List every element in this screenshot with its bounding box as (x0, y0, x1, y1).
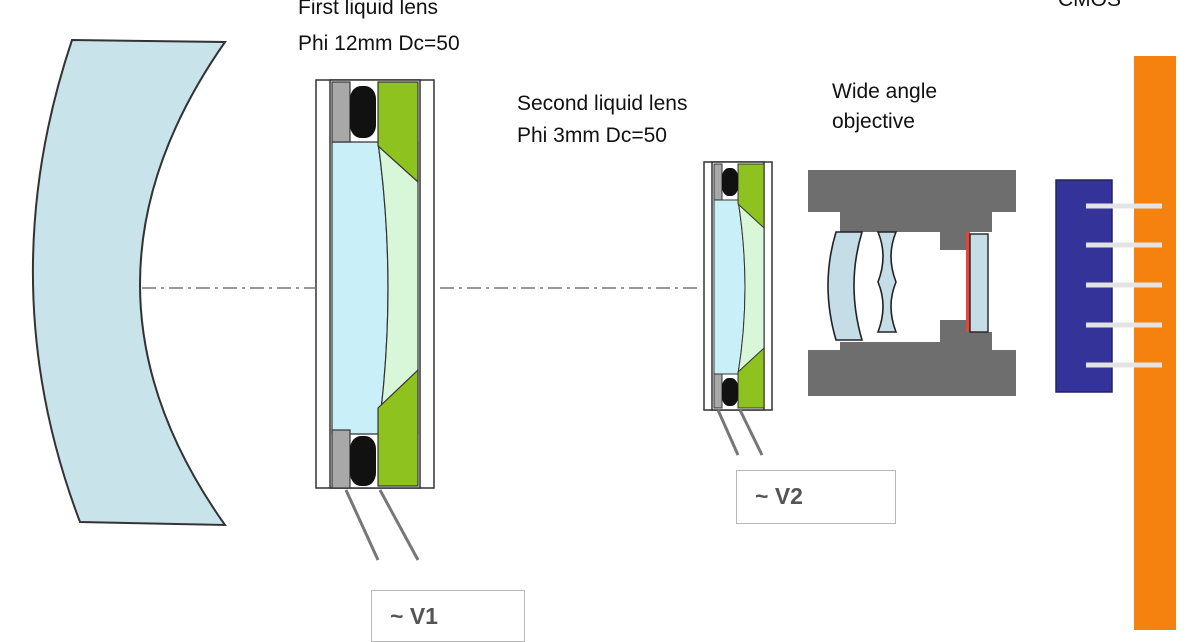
voltage-v2-label: ~ V2 (755, 483, 803, 509)
first-lens-name-label: First liquid lens (298, 0, 439, 19)
wide-angle-objective (808, 170, 1016, 396)
objective-label-line1: Wide angle (832, 80, 938, 103)
first-lens-spec-label: Phi 12mm Dc=50 (298, 32, 460, 55)
first-liquid-lens (315, 79, 435, 561)
voltage-v1-box: ~ V1 (371, 590, 525, 642)
cmos-sensor-assembly (1055, 56, 1176, 636)
voltage-v2-box: ~ V2 (736, 470, 896, 524)
objective-label-line2: objective (832, 110, 915, 133)
second-liquid-lens (703, 161, 773, 456)
cmos-label: CMOS (1058, 0, 1121, 12)
second-lens-spec-label: Phi 3mm Dc=50 (517, 124, 667, 147)
second-lens-name-label: Second liquid lens (517, 92, 688, 115)
outer-meniscus-lens (31, 38, 227, 527)
voltage-v1-label: ~ V1 (390, 603, 438, 629)
